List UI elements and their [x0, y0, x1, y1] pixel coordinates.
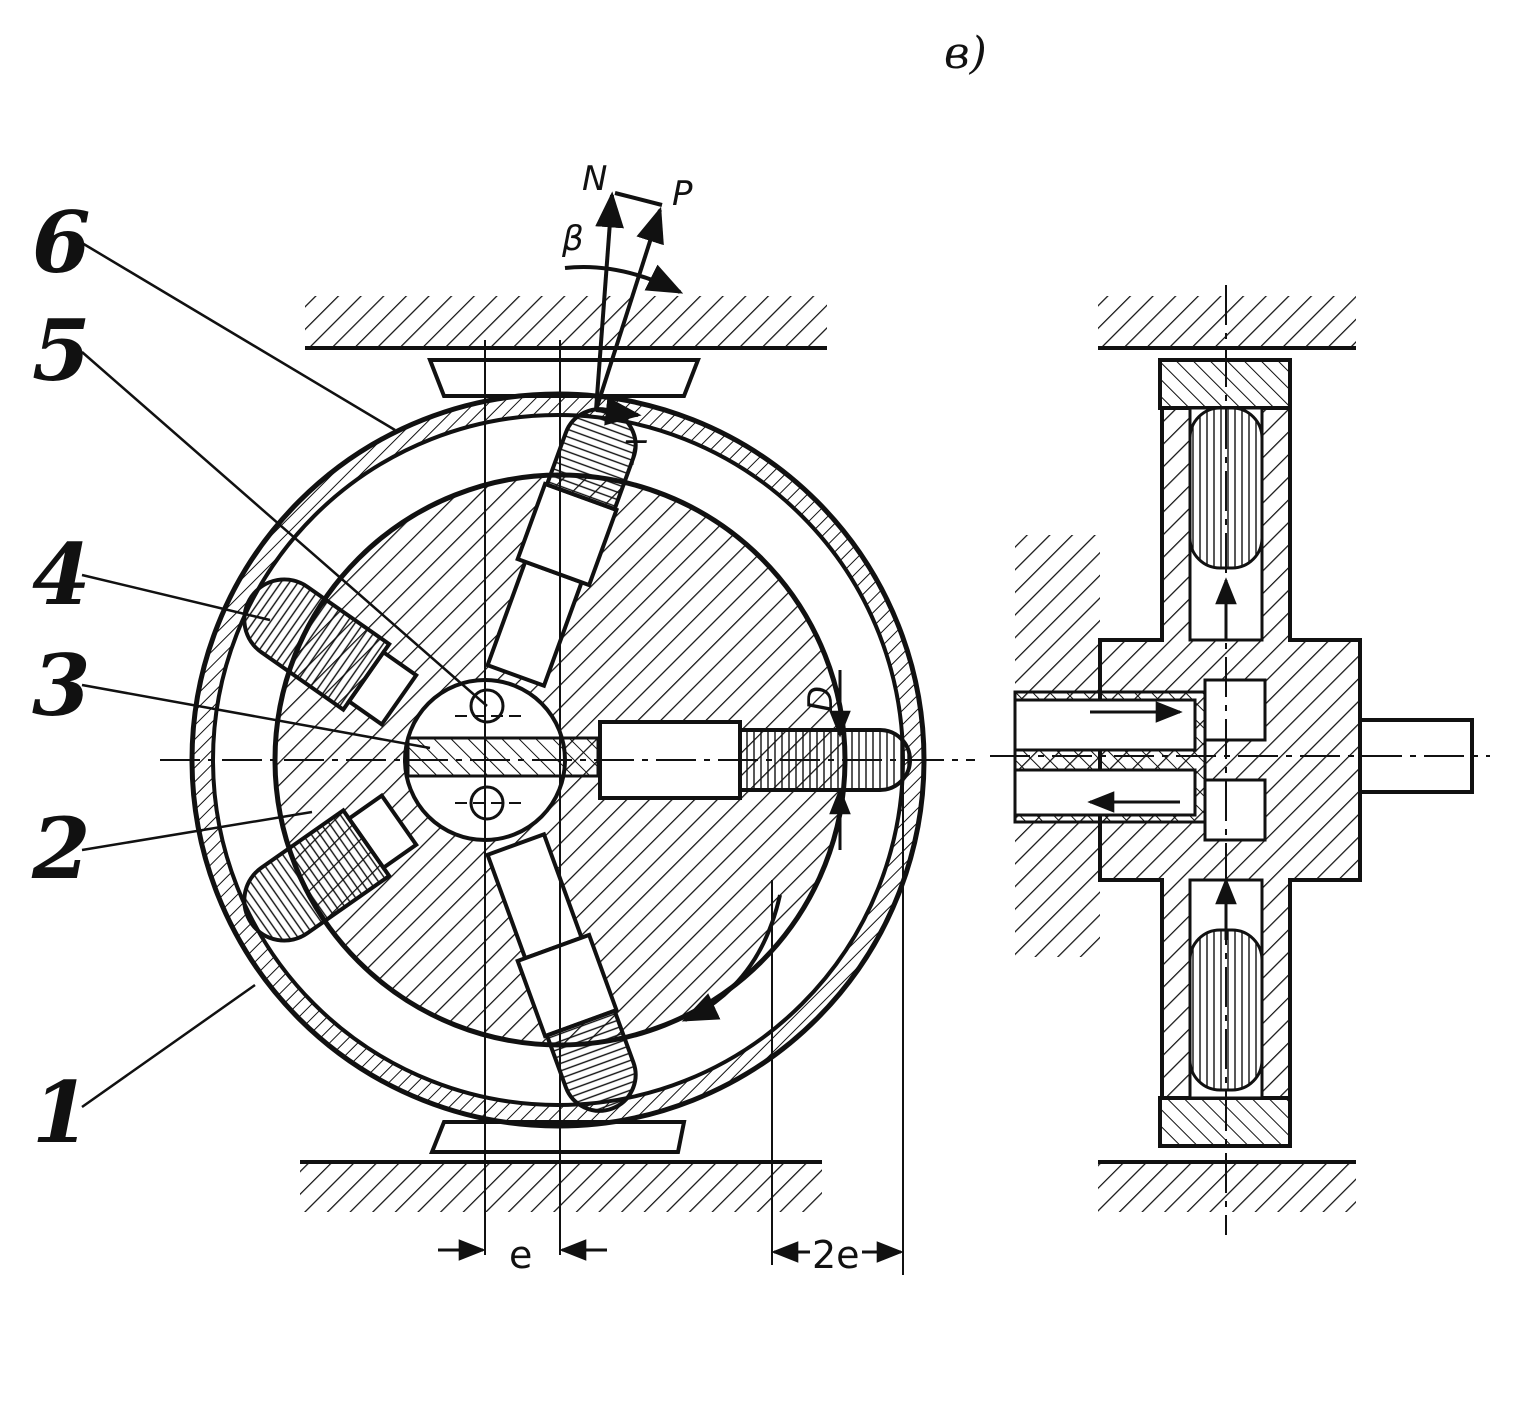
label-normal-force: N	[582, 159, 607, 199]
force-vectors	[564, 191, 684, 426]
label-pressure-force: P	[672, 174, 693, 214]
callout-4: 4	[32, 525, 90, 624]
piston-upper-right	[485, 407, 638, 689]
side-rotor-body	[1098, 406, 1362, 1100]
side-section-view	[990, 285, 1490, 1235]
label-stroke: 2e	[812, 1233, 860, 1277]
figure-sublabel: в)	[944, 28, 987, 79]
callout-2: 2	[31, 799, 90, 898]
label-tangential-force: T	[624, 434, 647, 474]
piston-right	[598, 720, 912, 800]
callout-5: 5	[32, 301, 90, 400]
piston-lower-right	[485, 831, 638, 1113]
centre-lines	[160, 340, 975, 1275]
frame-top	[305, 296, 827, 350]
callout-6: 6	[32, 193, 90, 292]
leader-lines	[81, 241, 488, 1109]
main-section-view	[81, 191, 975, 1275]
rotation-arrow	[681, 894, 782, 1022]
side-centre-lines	[990, 285, 1490, 1235]
text-labels: в) 6 5 4 3 2 1 N P β T D e 2e	[31, 28, 987, 1277]
piston-upper-left	[242, 577, 419, 728]
callout-3: 3	[32, 636, 90, 735]
slide-shoe-top	[427, 358, 701, 398]
label-eccentricity: e	[509, 1233, 532, 1277]
label-angle-beta: β	[561, 219, 584, 259]
label-diameter: D	[801, 686, 841, 712]
piston-lower-left	[242, 792, 419, 943]
callout-1: 1	[32, 1063, 90, 1162]
